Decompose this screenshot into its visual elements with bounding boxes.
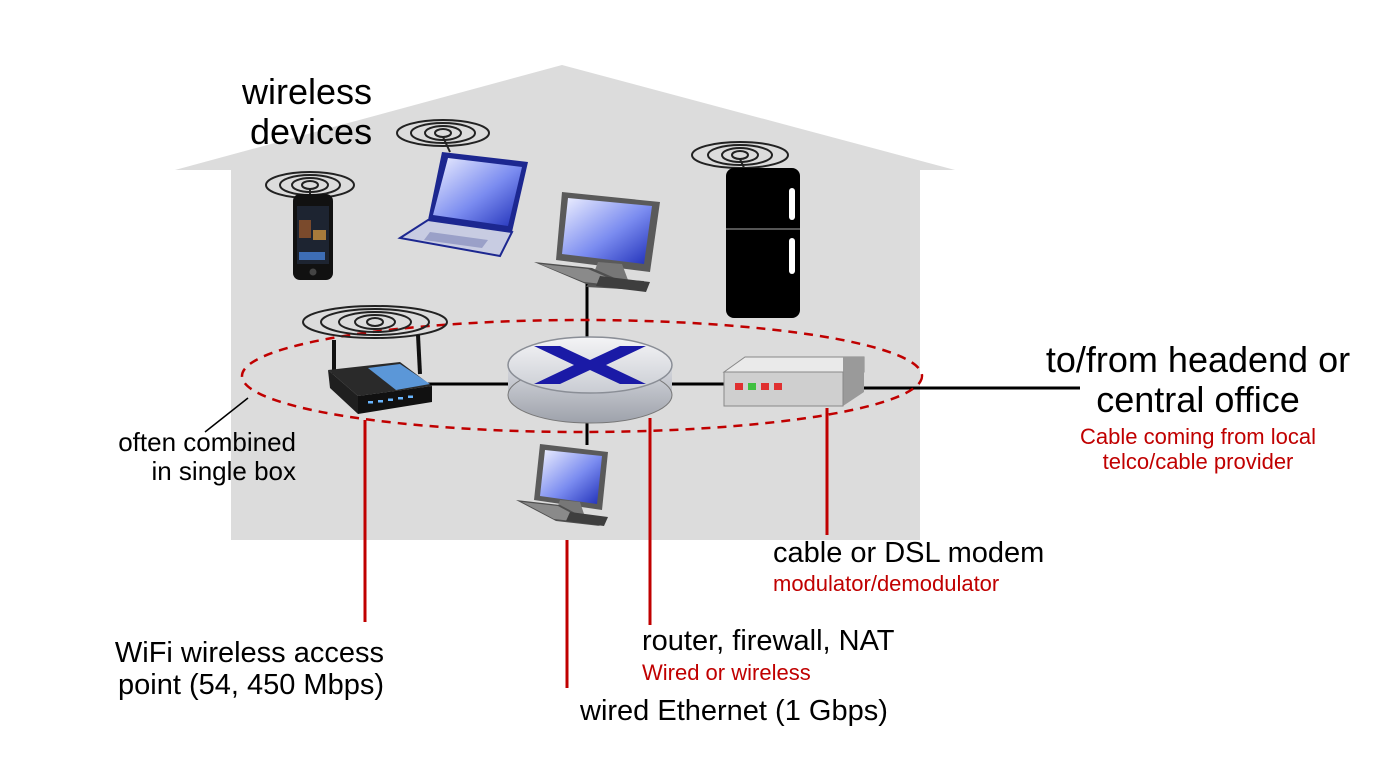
combined-pointer-line xyxy=(204,397,249,433)
refrigerator-icon xyxy=(691,141,800,318)
modem-label: cable or DSL modem xyxy=(773,537,1045,569)
router-note: Wired or wireless xyxy=(642,660,811,685)
router-arrows-icon xyxy=(534,346,646,384)
modem-icon xyxy=(722,356,865,407)
desktop-computer-icon xyxy=(534,192,660,292)
wireless-devices-line1: wireless xyxy=(242,71,373,112)
laptop-icon xyxy=(396,119,528,258)
wifi-router-icon xyxy=(302,305,448,414)
headend-label: to/from headend or central office xyxy=(1018,339,1378,421)
wifi-ap-line2: point (54, 450 Mbps) xyxy=(118,669,384,702)
desktop-computer-icon xyxy=(516,444,608,526)
wireless-signal-icon xyxy=(396,119,490,147)
wireless-devices-label: wireless devices xyxy=(238,71,373,153)
wireless-devices-line2: devices xyxy=(250,111,373,153)
router-label: router, firewall, NAT xyxy=(642,625,895,657)
combined-label: often combined in single box xyxy=(84,427,296,487)
smartphone-icon xyxy=(265,171,355,280)
ethernet-label: wired Ethernet (1 Gbps) xyxy=(580,695,888,727)
network-cables xyxy=(420,280,1080,445)
headend-line1: to/from headend or xyxy=(1045,339,1351,380)
wifi-ap-label: WiFi wireless access point (54, 450 Mbps… xyxy=(84,637,384,702)
combined-line2: in single box xyxy=(151,456,296,487)
wireless-signal-icon xyxy=(302,305,448,339)
headend-note: Cable coming from local telco/cable prov… xyxy=(1018,424,1378,474)
modem-note: modulator/demodulator xyxy=(773,571,1000,596)
headend-note-line2: telco/cable provider xyxy=(1102,448,1294,474)
network-router-icon xyxy=(507,336,673,424)
headend-note-line1: Cable coming from local xyxy=(1080,424,1316,449)
wifi-ap-line1: WiFi wireless access xyxy=(114,637,384,669)
headend-line2: central office xyxy=(1096,379,1300,421)
callout-lines xyxy=(363,408,829,688)
combined-box-ellipse xyxy=(240,318,924,434)
combined-line1: often combined xyxy=(118,427,296,457)
